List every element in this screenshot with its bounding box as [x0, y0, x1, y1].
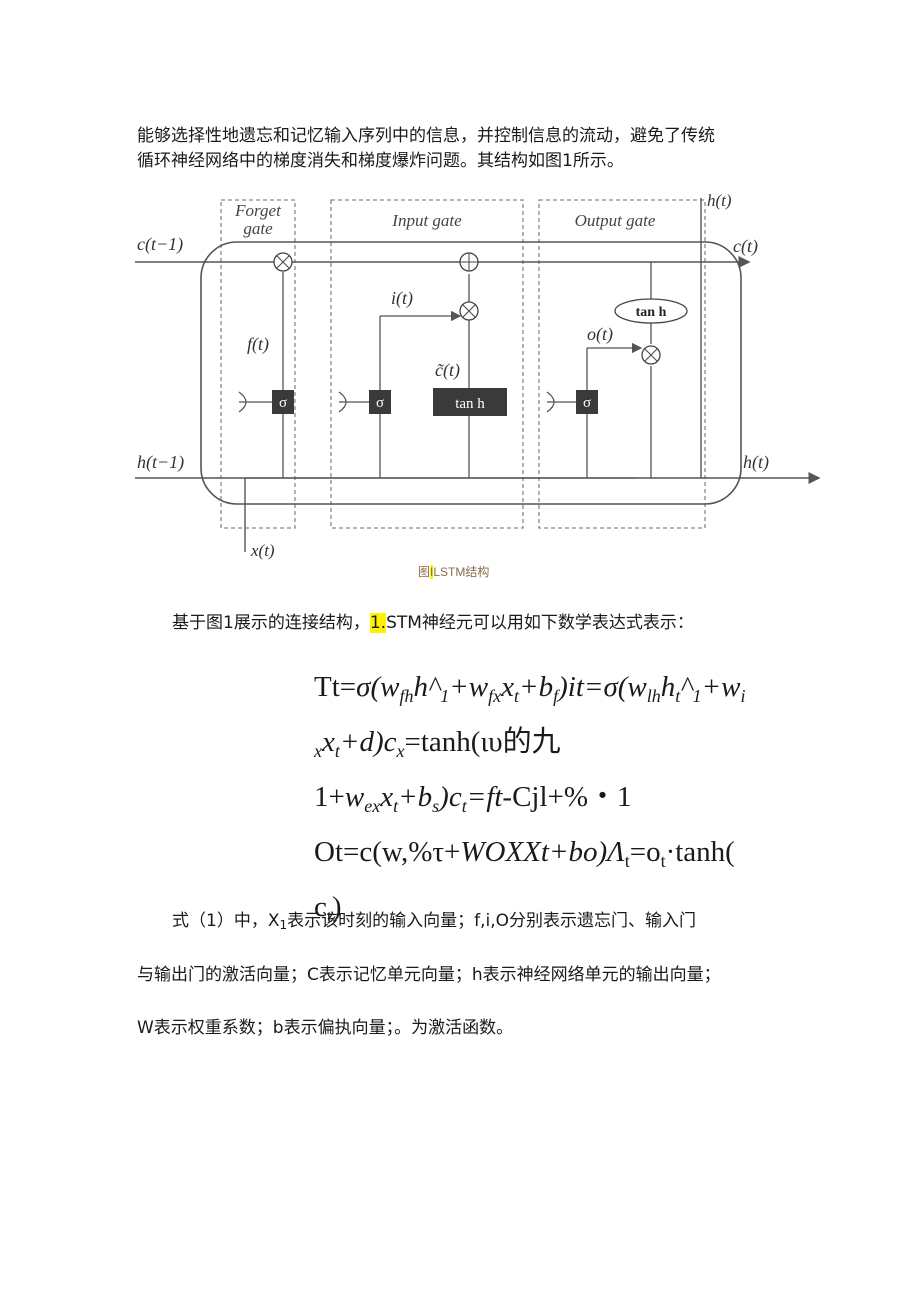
- input-gate-region: [330, 199, 524, 529]
- forget-sigma-block: [272, 390, 294, 414]
- svg-text:i(t): i(t): [391, 288, 413, 309]
- intro-paragraph: 能够选择性地遗忘和记忆输入序列中的信息，并控制信息的流动，避免了传统 循环神经网…: [137, 124, 797, 174]
- equation-line-5: ct): [314, 891, 342, 926]
- equation-line-3: 1+wexxt+bs)ct=ft-Cjl+%・1: [314, 781, 632, 816]
- lstm-diagram: σ σ σ tan h tan h Forget gate Input gate…: [135, 192, 821, 560]
- output-sigma-block: [576, 390, 598, 414]
- input-multiply-node: [459, 301, 479, 321]
- output-gate-region: [538, 199, 706, 529]
- tanh-block: [433, 388, 507, 416]
- svg-text:σ: σ: [376, 395, 384, 411]
- svg-text:h(t−1): h(t−1): [137, 452, 184, 473]
- output-multiply-node: [641, 345, 661, 365]
- lstm-equations: Tt=σ(wfhh^1+wfxxt+bf)it=σ(wlhht^1+wi xxt…: [314, 664, 814, 939]
- description-line-3: W表示权重系数；b表示偏执向量；。为激活函数。: [137, 1018, 514, 1038]
- intro-line-1: 能够选择性地遗忘和记忆输入序列中的信息，并控制信息的流动，避免了传统: [137, 126, 715, 146]
- forget-gate-region: [220, 199, 296, 529]
- forget-multiply-node: [273, 252, 293, 272]
- svg-text:tan h: tan h: [636, 305, 667, 320]
- svg-text:gate: gate: [243, 219, 273, 238]
- cell-boundary: [200, 241, 742, 505]
- output-gate-label: Output gate: [575, 211, 656, 230]
- svg-text:σ: σ: [583, 395, 591, 411]
- tanh-oval: [614, 298, 688, 324]
- equation-lead-text: 基于图1展示的连接结构，1.STM神经元可以用如下数学表达式表示：: [172, 613, 694, 633]
- description-line-1: 式（1）中，X1表示该时刻的输入向量；f,i,O分别表示遗忘门、输入门: [172, 911, 697, 932]
- svg-text:x(t): x(t): [250, 541, 275, 560]
- forget-gate-label: Forget: [234, 201, 282, 220]
- equation-line-4: Ot=c(w,%τ+WOXXt+bo)Λt=ot·tanh(: [314, 836, 735, 871]
- svg-text:tan h: tan h: [455, 396, 485, 412]
- svg-text:o(t): o(t): [587, 324, 613, 345]
- equation-line-2: xxt+d)cx=tanh(ιυ的九: [314, 726, 561, 761]
- svg-text:c̃(t): c̃(t): [435, 360, 460, 381]
- svg-text:σ: σ: [279, 395, 287, 411]
- svg-text:h(t): h(t): [743, 452, 769, 473]
- figure-caption: 图ILSTM结构: [418, 565, 490, 579]
- svg-text:f(t): f(t): [247, 334, 269, 355]
- equation-line-1: Tt=σ(wfhh^1+wfxxt+bf)it=σ(wlhht^1+wi: [314, 671, 746, 706]
- cell-add-node: [459, 252, 479, 272]
- svg-text:c(t): c(t): [733, 236, 758, 257]
- intro-line-2: 循环神经网络中的梯度消失和梯度爆炸问题。其结构如图1所示。: [137, 151, 624, 171]
- input-gate-label: Input gate: [391, 211, 462, 230]
- svg-text:h(t): h(t): [707, 192, 732, 210]
- input-sigma-block: [369, 390, 391, 414]
- svg-text:c(t−1): c(t−1): [137, 234, 183, 255]
- description-line-2: 与输出门的激活向量；C表示记忆单元向量；h表示神经网络单元的输出向量；: [137, 965, 721, 985]
